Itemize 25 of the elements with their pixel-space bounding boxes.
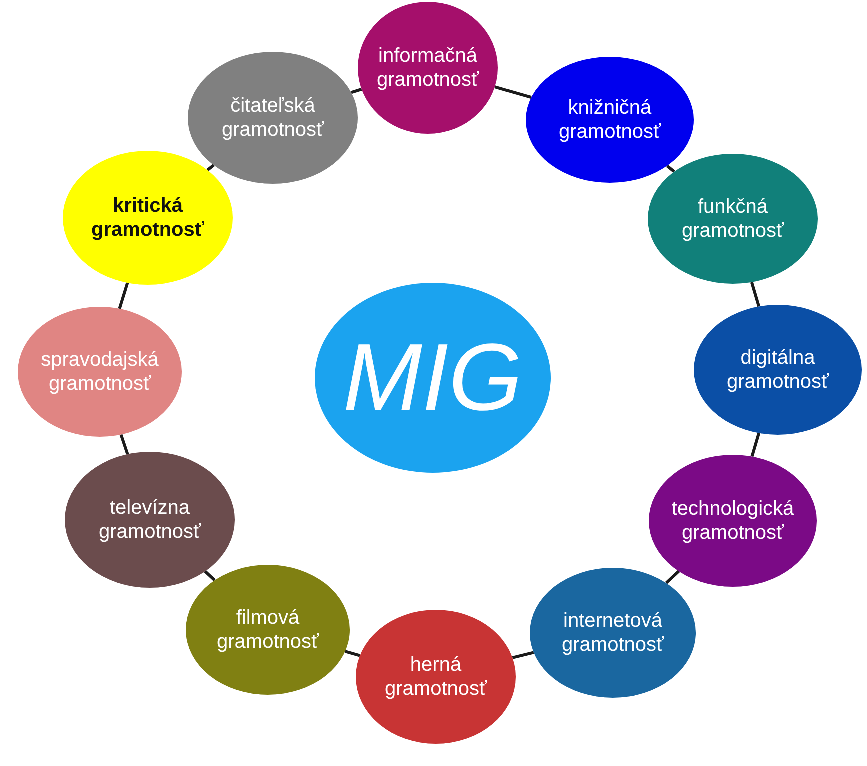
node-label: filmová gramotnosť [216, 606, 320, 654]
connector-line [666, 164, 676, 174]
node-label: televízna gramotnosť [98, 496, 202, 544]
node-label: technologická gramotnosť [670, 496, 796, 546]
connector-line [750, 282, 761, 308]
connector-line [344, 650, 360, 658]
node-label: čitateľská gramotnosť [221, 94, 326, 142]
connector-line [118, 282, 130, 310]
node-label: spravodajská gramotnosť [40, 348, 160, 396]
center-label: MIG [343, 330, 523, 426]
connector-line [494, 86, 532, 100]
connector-line [351, 88, 362, 94]
node-label: kritická gramotnosť [90, 194, 206, 242]
node-label: informačná gramotnosť [376, 44, 480, 92]
node-label: digitálna gramotnosť [726, 346, 830, 394]
connector-line [750, 432, 761, 458]
connector-line [120, 434, 130, 455]
connector-line [665, 570, 680, 584]
connector-line [206, 164, 215, 172]
node-label: herná gramotnosť [384, 652, 488, 702]
connector-line [512, 651, 534, 660]
node-label: knižničná gramotnosť [558, 96, 662, 144]
node-label: internetová gramotnosť [561, 608, 666, 658]
connector-line [204, 570, 216, 582]
node-label: funkčná gramotnosť [681, 194, 786, 244]
